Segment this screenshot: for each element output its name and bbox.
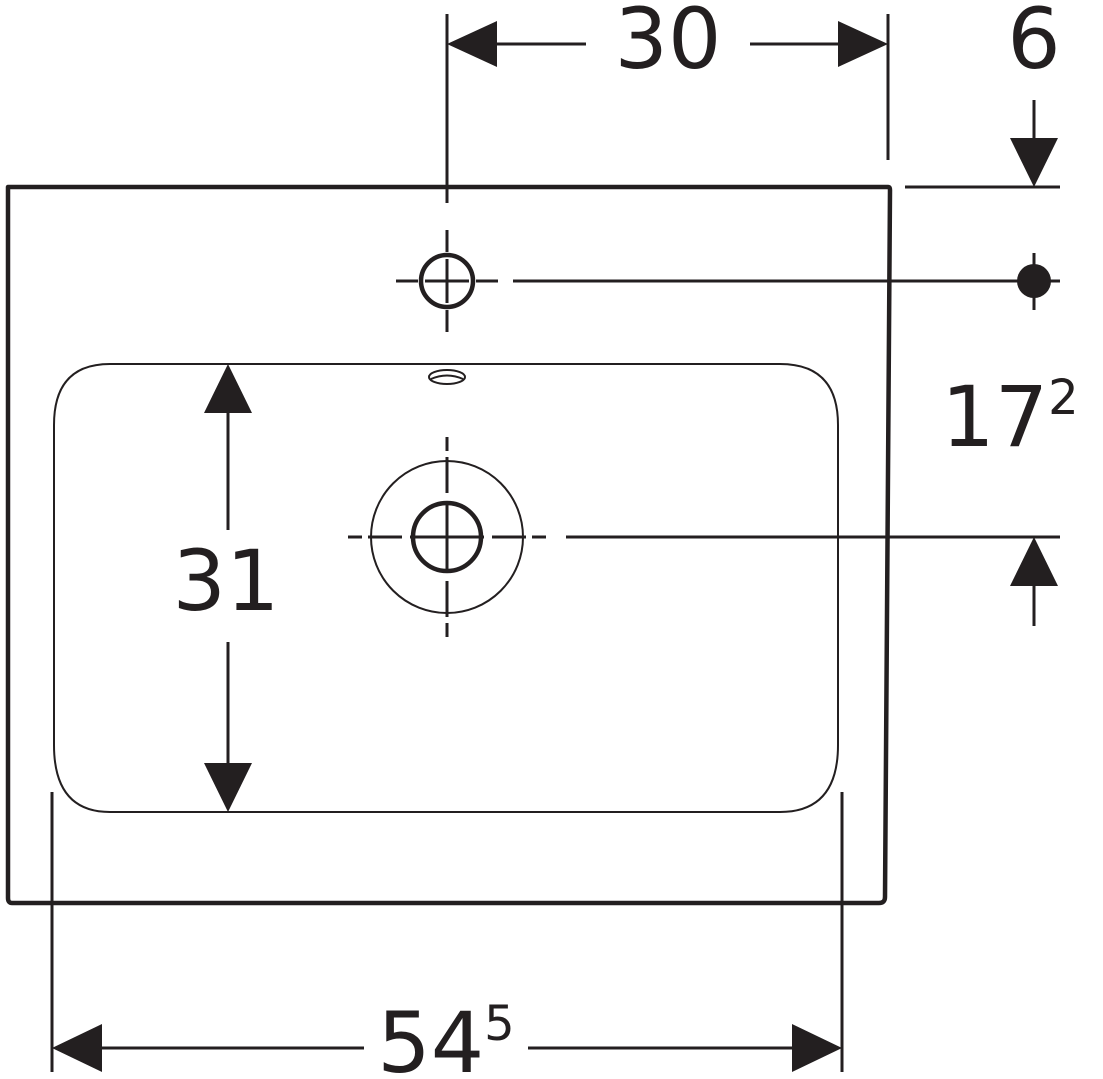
dimension-overall-width (50, 792, 844, 1072)
dimension-label-31: 31 (173, 532, 280, 630)
dimension-tap-hole-offset (445, 14, 890, 203)
dimension-label-54-5: 545 (377, 994, 514, 1079)
basin-outer-outline (5, 184, 893, 906)
dimension-label-17-sup: 2 (1048, 370, 1079, 426)
dimension-label-6: 6 (1007, 0, 1060, 88)
drain (348, 437, 546, 637)
tap-hole (396, 230, 498, 332)
dimension-label-54-sup: 5 (484, 996, 515, 1052)
dimension-label-30: 30 (615, 0, 722, 88)
dimension-label-17-2: 172 (941, 368, 1078, 466)
overflow-hole (428, 369, 466, 385)
bowl-inner-outline (53, 363, 839, 813)
dimension-bowl-depth (204, 364, 252, 812)
dimension-label-17-main: 17 (941, 368, 1048, 466)
dimension-tap-hole-to-drain (566, 535, 1060, 626)
dimension-label-54-main: 54 (377, 994, 484, 1079)
dimension-top-edge-to-tap-hole (513, 100, 1060, 310)
overflow-hole-lip (430, 374, 464, 380)
